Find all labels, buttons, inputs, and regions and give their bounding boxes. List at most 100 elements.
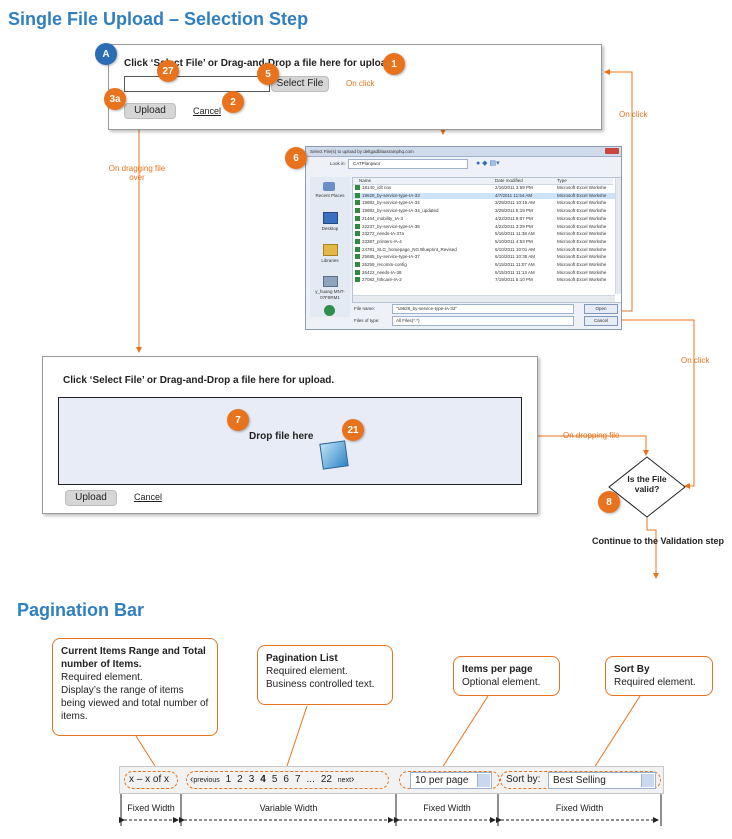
excel-file-icon bbox=[355, 262, 360, 267]
width-label-sort: Fixed Width bbox=[555, 803, 604, 813]
decision-text: Is the File valid? bbox=[607, 474, 687, 494]
per-page-select[interactable]: 10 per page bbox=[410, 772, 492, 789]
decision-line-2: valid? bbox=[634, 484, 660, 494]
file-date: 4/22/2011 9:07 PM bbox=[495, 215, 533, 221]
close-icon[interactable] bbox=[605, 148, 619, 154]
sort-select[interactable]: Best Selling bbox=[548, 772, 656, 789]
page-link[interactable]: 2 bbox=[237, 774, 243, 785]
file-type: Microsoft Excel Workshe bbox=[557, 246, 607, 252]
page-ellipsis: ... bbox=[306, 774, 315, 785]
vertical-scrollbar[interactable] bbox=[615, 178, 621, 294]
file-name: 24781_SLG_homepage_NG Blueprint_Revised bbox=[362, 246, 457, 252]
col-type[interactable]: Type bbox=[557, 178, 567, 183]
cancel-link[interactable]: Cancel bbox=[193, 106, 222, 116]
decision-line-1: Is the File bbox=[627, 474, 667, 484]
filetype-select[interactable]: All Files(*.*) bbox=[392, 316, 574, 326]
page-link[interactable]: 4 bbox=[260, 774, 266, 785]
page-link[interactable]: 6 bbox=[283, 774, 289, 785]
computer-icon bbox=[323, 276, 338, 287]
file-type: Microsoft Excel Workshe bbox=[557, 231, 607, 237]
file-date: 5/16/2011 11:38 AM bbox=[495, 231, 535, 237]
file-type: Microsoft Excel Workshe bbox=[557, 185, 607, 190]
page-link[interactable]: 7 bbox=[294, 774, 301, 785]
place-desktop[interactable]: Desktop bbox=[321, 226, 339, 231]
excel-file-icon bbox=[355, 277, 360, 283]
page-link[interactable]: 22 bbox=[320, 774, 332, 785]
excel-file-icon bbox=[355, 185, 360, 190]
chevron-down-icon[interactable] bbox=[477, 774, 490, 787]
upload-button-b[interactable]: Upload bbox=[65, 490, 117, 506]
dialog-cancel-button[interactable]: Cancel bbox=[584, 316, 618, 326]
width-label-per-page: Fixed Width bbox=[423, 803, 471, 813]
file-row[interactable]: 24781_SLG_homepage_NG Blueprint_Revised 6… bbox=[353, 246, 615, 253]
chevron-down-icon[interactable] bbox=[641, 774, 654, 787]
drop-zone[interactable]: Drop file here bbox=[58, 397, 522, 485]
toolbar-icons[interactable]: ● ◆ ▤▾ bbox=[476, 160, 500, 167]
label-on-click-cancel: On click bbox=[681, 356, 710, 365]
file-name: 26259_recomm-config bbox=[362, 262, 407, 267]
per-page-value: 10 per page bbox=[415, 775, 469, 786]
file-date: 6/10/2011 10:01 AM bbox=[495, 246, 535, 252]
places-bar: Recent Places Desktop Libraries y_huang … bbox=[310, 177, 350, 317]
file-date: 4/7/2011 11:54 AM bbox=[495, 192, 533, 198]
section-title-pagination: Pagination Bar bbox=[17, 600, 145, 620]
next-link[interactable]: next bbox=[337, 777, 352, 784]
file-type: Microsoft Excel Workshe bbox=[557, 277, 607, 283]
page-link[interactable]: 1 bbox=[225, 774, 232, 785]
file-type: Microsoft Excel Workshe bbox=[557, 208, 607, 214]
dialog-open-button[interactable]: Open bbox=[584, 304, 618, 314]
file-name: 21464_mobility_IA-3 bbox=[362, 215, 404, 221]
file-type: Microsoft Excel Workshe bbox=[557, 223, 607, 229]
cancel-link-b[interactable]: Cancel bbox=[134, 492, 163, 502]
file-name: 19982_by-service-type-IA-34_updated bbox=[362, 208, 439, 214]
range-highlight bbox=[124, 771, 178, 789]
place-user[interactable]: y_huang MNT-07F8RM1 bbox=[315, 289, 345, 300]
place-recent[interactable]: Recent Places bbox=[315, 193, 345, 198]
file-date: 6/15/2011 11:07 AM bbox=[495, 262, 535, 267]
filename-input[interactable]: "19628_by-service-type-IA-33" bbox=[392, 304, 574, 314]
pages-highlight bbox=[186, 771, 389, 789]
file-path-input[interactable] bbox=[124, 76, 270, 92]
chevron-right-icon[interactable]: › bbox=[351, 774, 355, 785]
step-badge-2: 2 bbox=[222, 91, 244, 113]
width-label-pages: Variable Width bbox=[259, 803, 318, 813]
col-modified[interactable]: Date modified bbox=[495, 178, 523, 183]
items-range-text: x – x of x bbox=[129, 774, 170, 785]
horizontal-scrollbar[interactable] bbox=[353, 295, 615, 302]
callout-pagination-list-title: Pagination List bbox=[266, 653, 338, 664]
label-on-click-select: On click bbox=[346, 79, 375, 88]
page-link[interactable]: 5 bbox=[271, 774, 278, 785]
callout-items-range: Current Items Range and Total number of … bbox=[52, 638, 218, 736]
dialog-title: Select File(s) to upload by deltgadblaas… bbox=[310, 149, 414, 154]
network-icon[interactable] bbox=[324, 305, 335, 316]
file-date: 2/16/2011 3:59 PM bbox=[495, 185, 533, 190]
chevron-left-icon[interactable]: ‹ bbox=[190, 774, 194, 785]
step-badge-1: 1 bbox=[383, 53, 405, 75]
step-badge-7: 7 bbox=[227, 409, 249, 431]
step-badge-6: 6 bbox=[285, 147, 307, 169]
place-libraries[interactable]: Libraries bbox=[321, 258, 339, 263]
page-link[interactable]: 3 bbox=[248, 774, 255, 785]
look-in-select[interactable]: CATPlanpwor bbox=[348, 159, 468, 169]
callout-sort-by-title: Sort By bbox=[614, 664, 650, 675]
previous-link[interactable]: previous bbox=[193, 777, 220, 784]
upload-button[interactable]: Upload bbox=[124, 103, 176, 119]
col-name[interactable]: Name bbox=[359, 178, 372, 183]
select-file-button[interactable]: Select File bbox=[271, 76, 329, 92]
